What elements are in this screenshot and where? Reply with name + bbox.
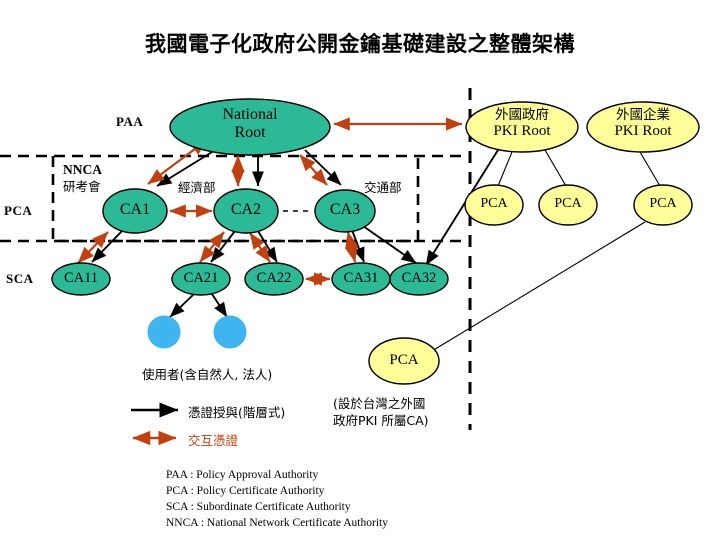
node-user-1[interactable] (147, 315, 181, 349)
arrow-ca2-ca21 (210, 230, 236, 263)
node-ca32[interactable] (389, 262, 449, 296)
group-label-nnca-sub: 研考會 (63, 178, 101, 194)
node-ca11[interactable] (51, 262, 111, 296)
dept-label-transport: 交通部 (364, 180, 402, 195)
legend-hierarchy-label: 憑證授與(階層式) (188, 405, 286, 420)
node-foreign-corp-root[interactable] (586, 101, 700, 153)
arrow-ca21-user2 (211, 293, 228, 318)
group-label-nnca: NNCA 研考會 (63, 162, 102, 195)
node-ca1[interactable] (102, 188, 168, 234)
group-label-nnca-main: NNCA (63, 162, 102, 177)
dept-label-economy: 經濟部 (178, 180, 216, 195)
foreign-pca-note: (設於台灣之外國 政府PKI 所屬CA) (333, 396, 429, 430)
acronym-paa: PAA : Policy Approval Authority (166, 469, 319, 481)
arrow-ca1-ca11-cross (77, 231, 109, 264)
pca-group-box (51, 156, 420, 243)
node-pca-local[interactable] (368, 337, 440, 385)
node-ca31[interactable] (331, 262, 391, 296)
acronym-glossary: PAA : Policy Approval Authority PCA : Po… (166, 468, 388, 531)
node-foreign-gov-root[interactable] (465, 101, 579, 153)
arrow-ca2-ca21-cross (199, 231, 225, 263)
legend-crosscert-label: 交互憑證 (188, 433, 239, 448)
node-user-2[interactable] (213, 315, 247, 349)
node-ca3[interactable] (314, 189, 376, 233)
node-ca22[interactable] (244, 262, 304, 296)
page-title: 我國電子化政府公開金鑰基礎建設之整體架構 (145, 32, 575, 56)
nodes (51, 98, 700, 385)
node-ca2[interactable] (213, 188, 279, 234)
arrow-foreign-ca32 (425, 149, 499, 266)
arrow-ca2-ca22-cross (249, 232, 271, 263)
node-national-root[interactable] (169, 98, 331, 156)
cross-cert-arrows (77, 117, 463, 286)
node-ca21[interactable] (171, 262, 231, 296)
node-pca-foreign-3[interactable] (633, 184, 693, 226)
arrow-ca21-user1 (169, 293, 195, 318)
line-foreigngov-pca1 (497, 151, 513, 187)
line-foreigncorp-pca3 (639, 151, 661, 187)
tier-label-paa: PAA (116, 114, 144, 129)
plain-connectors (431, 149, 661, 352)
tier-label-sca: SCA (6, 271, 34, 286)
foreign-pca-note-line2: 政府PKI 所屬CA) (333, 412, 429, 428)
arrow-ca3-ca32 (362, 225, 417, 264)
legend-arrows (131, 402, 179, 446)
arrow-root-ca3-cross (299, 154, 328, 186)
line-foreigngov-pca2 (544, 149, 567, 187)
node-pca-foreign-2[interactable] (538, 184, 598, 226)
line-pca3-pcalocal (431, 221, 646, 352)
boundary-lines (0, 88, 472, 430)
acronym-pca: PCA : Policy Certificate Authority (166, 484, 325, 497)
acronym-sca: SCA : Subordinate Certificate Authority (166, 500, 351, 513)
node-pca-foreign-1[interactable] (464, 184, 524, 226)
arrow-ca1-ca11 (91, 230, 123, 263)
acronym-nnca: NNCA : National Network Certificate Auth… (166, 516, 388, 529)
arrow-ca3-ca31-cross (344, 231, 359, 263)
foreign-pca-note-line1: (設於台灣之外國 (333, 396, 426, 411)
tier-label-pca: PCA (4, 203, 33, 218)
users-label: 使用者(含自然人, 法人) (142, 367, 273, 382)
